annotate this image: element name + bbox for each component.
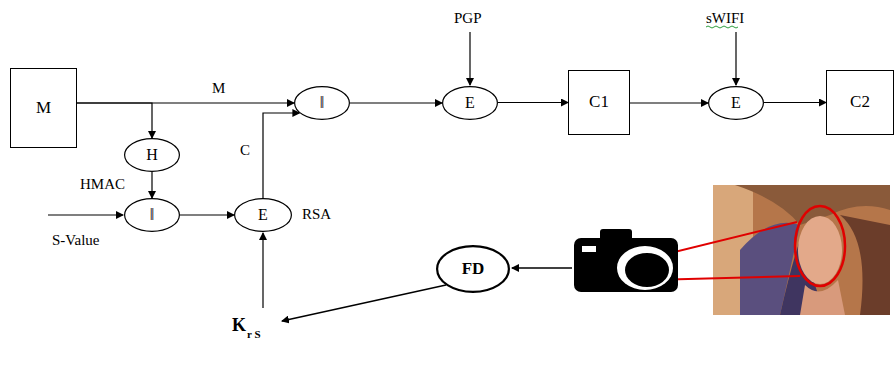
camera-symbol [582, 246, 596, 252]
input-arrow [469, 32, 470, 85]
ellipse-shape [443, 87, 498, 120]
photo-part [840, 215, 890, 315]
node-text: ‖ [320, 94, 325, 112]
connector-arrow [498, 102, 568, 103]
camera-symbol [617, 246, 673, 290]
camera-symbol [625, 253, 669, 287]
photo-face [798, 216, 842, 284]
edge-label: C [240, 142, 250, 159]
node-text: E [731, 94, 741, 112]
encrypt-circle: E [442, 86, 498, 120]
ellipse-shape [125, 139, 180, 172]
cipher-box: C1 [568, 70, 630, 135]
key-arrow [262, 233, 263, 308]
node-text: C2 [850, 93, 870, 112]
node-text: E [465, 94, 475, 112]
connector-arrow [630, 102, 708, 103]
spell-underline [706, 26, 738, 28]
key-label: K [232, 316, 246, 336]
ellipse-shape [295, 87, 350, 120]
encrypt-circle: E [708, 86, 764, 120]
algorithm-label: PGP [454, 10, 482, 27]
camera-symbol [574, 238, 678, 292]
node-text: ‖ [150, 206, 155, 224]
ellipse-shape [709, 87, 764, 120]
concat-circle: ‖ [294, 86, 350, 120]
ellipse-shape [437, 246, 509, 292]
input-label: S-Value [52, 232, 100, 249]
camera-arrow [512, 267, 572, 268]
cipher-box: C2 [826, 70, 894, 135]
algorithm-label: RSA [302, 206, 331, 223]
key-subscript: r S [247, 328, 261, 340]
input-arrow [735, 32, 736, 85]
connector-arrow [350, 102, 442, 103]
connector-arrow [151, 172, 152, 198]
node-text: E [258, 206, 268, 224]
node-text: H [146, 146, 158, 164]
ellipse-shape [235, 199, 292, 232]
photo [713, 185, 890, 315]
concat-circle: ‖ [124, 198, 180, 232]
node-text: C1 [589, 93, 609, 112]
face-detect-circle: FD [436, 245, 510, 293]
hash-circle: H [124, 138, 180, 172]
edge-label: M [212, 80, 225, 97]
node-text: FD [462, 260, 485, 279]
connector-arrow [77, 103, 152, 138]
algorithm-label: sWIFI [706, 10, 744, 27]
message-box: M [10, 68, 77, 148]
ellipse-shape [125, 199, 180, 232]
node-text: M [36, 99, 51, 118]
highlight-ellipse [795, 206, 845, 286]
connector-arrow [764, 102, 826, 103]
connector-arrow [263, 113, 299, 198]
connector-arrow [180, 214, 234, 215]
encrypt-circle: E [234, 198, 292, 232]
input-arrow [48, 214, 123, 215]
edge-label: HMAC [80, 176, 125, 193]
key-arrow [282, 285, 446, 321]
